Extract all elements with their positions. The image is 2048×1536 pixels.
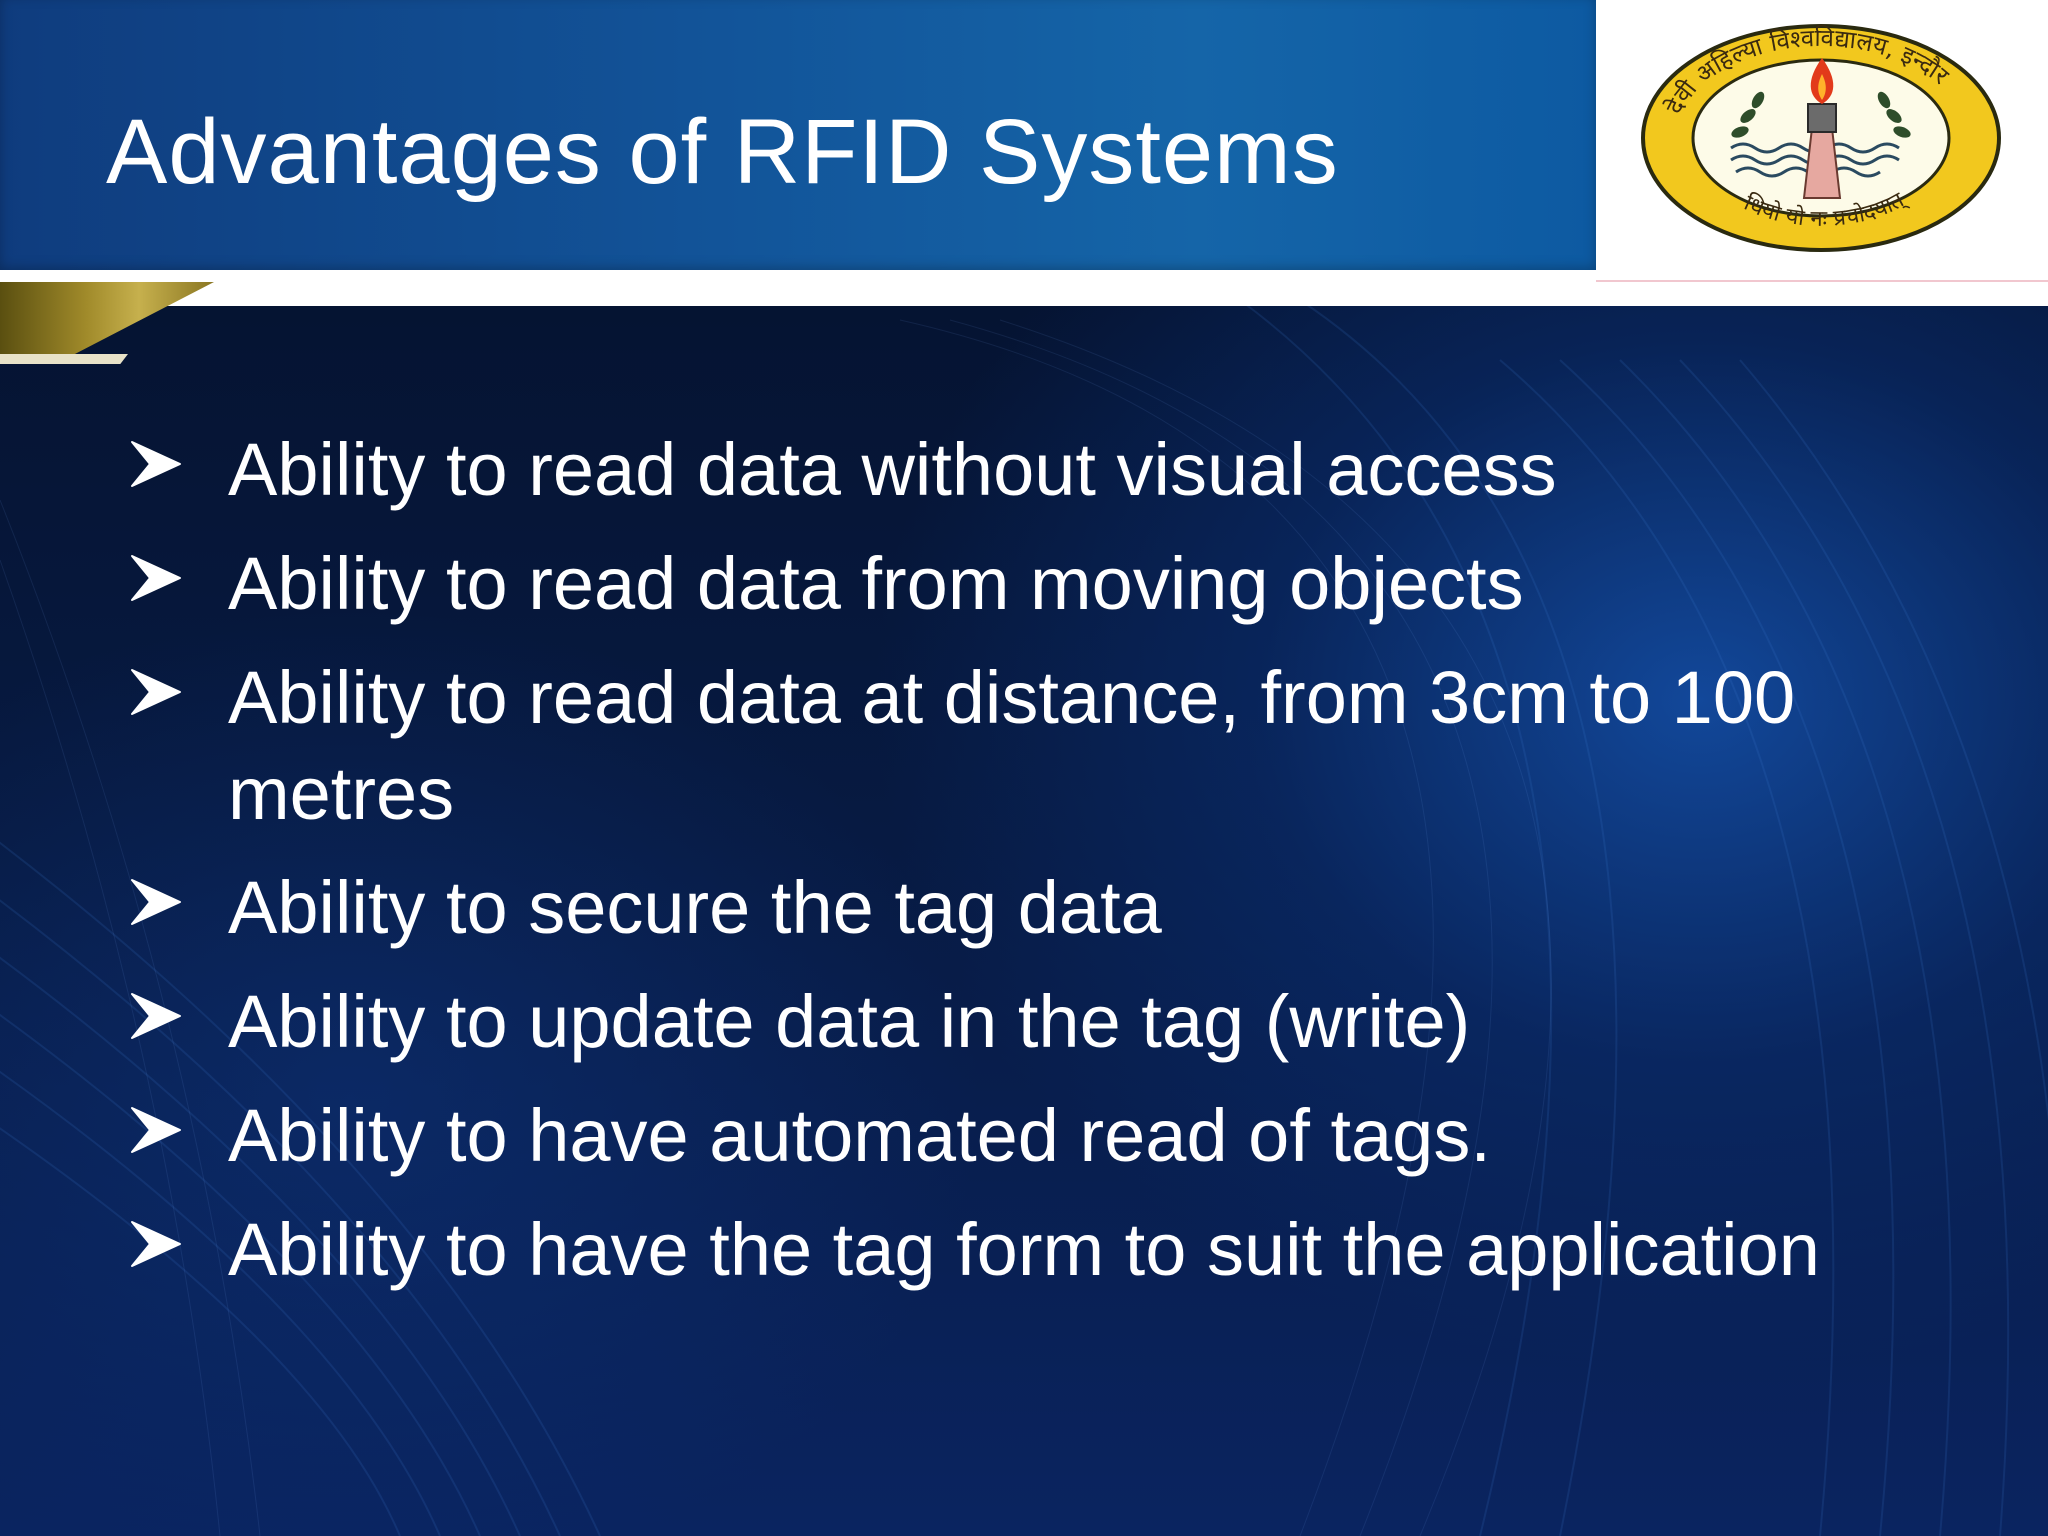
list-item: Ability to update data in the tag (write… xyxy=(128,974,1828,1070)
list-item: Ability to have automated read of tags. xyxy=(128,1088,1828,1184)
gold-accent-edge xyxy=(0,354,128,364)
slide-title: Advantages of RFID Systems xyxy=(106,101,1339,203)
bullet-text: Ability to update data in the tag (write… xyxy=(228,980,1471,1063)
arrowhead-bullet-icon xyxy=(131,1107,181,1153)
bullet-list: Ability to read data without visual acce… xyxy=(128,422,1828,1316)
list-item: Ability to secure the tag data xyxy=(128,860,1828,956)
list-item: Ability to read data at distance, from 3… xyxy=(128,650,1828,842)
arrowhead-bullet-icon xyxy=(131,555,181,601)
arrowhead-bullet-icon xyxy=(131,879,181,925)
bullet-text: Ability to read data from moving objects xyxy=(228,542,1524,625)
bullet-text: Ability to secure the tag data xyxy=(228,866,1162,949)
arrowhead-bullet-icon xyxy=(131,1221,181,1267)
arrowhead-bullet-icon xyxy=(131,669,181,715)
list-item: Ability to read data from moving objects xyxy=(128,536,1828,632)
bullet-text: Ability to read data at distance, from 3… xyxy=(228,656,1796,835)
university-emblem-torch-icon: देवी अहिल्या विश्वविद्यालय, इन्दौर धियो … xyxy=(1641,24,2001,252)
list-item: Ability to read data without visual acce… xyxy=(128,422,1828,518)
list-item: Ability to have the tag form to suit the… xyxy=(128,1202,1828,1298)
arrowhead-bullet-icon xyxy=(131,993,181,1039)
logo-panel: देवी अहिल्या विश्वविद्यालय, इन्दौर धियो … xyxy=(1596,0,2048,282)
arrowhead-bullet-icon xyxy=(131,441,181,487)
title-bar xyxy=(0,0,1596,272)
bullet-text: Ability to have automated read of tags. xyxy=(228,1094,1491,1177)
bullet-text: Ability to have the tag form to suit the… xyxy=(228,1208,1820,1291)
bullet-text: Ability to read data without visual acce… xyxy=(228,428,1557,511)
